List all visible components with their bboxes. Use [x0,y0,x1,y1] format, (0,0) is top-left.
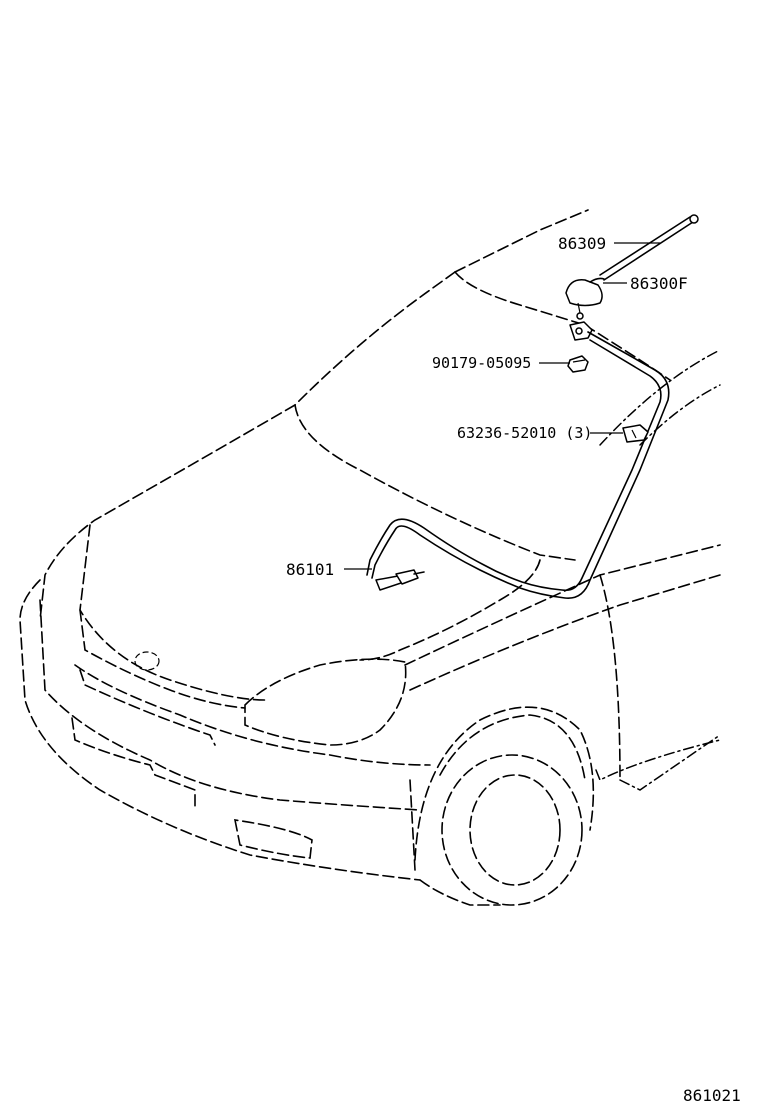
sill-dashdot [595,739,721,782]
label-90179-05095: 90179-05095 [432,354,531,372]
fog-lamp [233,819,313,859]
car-body-outline [19,209,721,906]
lower-body [419,879,501,906]
antenna-base[interactable] [565,277,605,320]
tire-outer [441,754,583,906]
door-bottom-dashdot [619,734,721,791]
clamp[interactable] [622,424,649,443]
belt-line [409,574,721,691]
wheel-arch [414,706,595,861]
door-line [599,574,621,781]
headlamp [244,658,407,746]
bumper-face [39,599,421,811]
hood-front-edge [79,524,266,701]
roof-side-line [454,271,586,326]
antenna-cord[interactable] [366,321,670,599]
front-emblem [134,651,160,671]
bumper-crease [74,664,431,766]
nut[interactable] [567,355,589,373]
label-86300f: 86300F [630,274,688,293]
label-63236-52010: 63236-52010 (3) [457,424,592,442]
wheel-arch-inner [439,714,586,781]
roof-line [454,209,589,273]
plate-recess [71,717,196,811]
windshield-top [294,271,456,406]
grille-upper [79,609,246,709]
label-86101: 86101 [286,560,334,579]
label-86309: 86309 [558,234,606,253]
tire-inner [469,774,561,886]
hood-left-edge [39,404,296,621]
leader-lines [344,242,660,570]
windshield-bottom [294,404,576,561]
figure-number: 861021 [683,1086,741,1105]
grille-lower [79,669,216,746]
side-window-dashdot [639,384,721,446]
antenna-rod[interactable] [599,214,699,281]
front-fender-lower [409,779,416,871]
fender-top [404,544,721,666]
